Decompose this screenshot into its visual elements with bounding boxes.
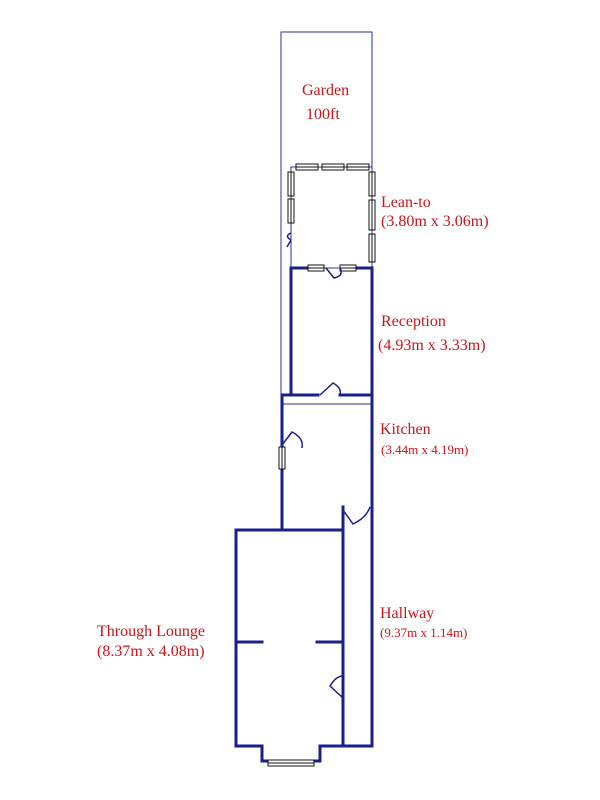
kitchen-label: Kitchen bbox=[380, 421, 431, 438]
hallway-walls bbox=[341, 505, 374, 748]
kitchen-door-side bbox=[281, 431, 304, 449]
lean-to-windows-top bbox=[295, 163, 370, 171]
kitchen-walls bbox=[280, 393, 374, 532]
reception-door bbox=[325, 267, 342, 279]
through-lounge-label: Through Lounge bbox=[97, 623, 205, 640]
lean-to-size: (3.80m x 3.06m) bbox=[381, 213, 489, 230]
kitchen-size: (3.44m x 4.19m) bbox=[381, 442, 469, 457]
lean-to-label: Lean-to bbox=[381, 194, 431, 211]
lean-to-door bbox=[286, 232, 292, 248]
lean-to-windows-left bbox=[287, 171, 295, 224]
reception-label: Reception bbox=[381, 313, 446, 330]
lean-to-windows-right bbox=[368, 171, 376, 263]
hallway-label: Hallway bbox=[380, 605, 435, 622]
garden-label: Garden bbox=[302, 82, 350, 99]
reception-size: (4.93m x 3.33m) bbox=[378, 337, 486, 354]
lean-to-outline bbox=[290, 166, 373, 269]
through-lounge-size: (8.37m x 4.08m) bbox=[97, 643, 205, 660]
through-lounge-walls bbox=[234, 528, 345, 763]
lounge-door bbox=[329, 675, 344, 699]
reception-walls bbox=[289, 266, 374, 509]
hallway-size: (9.37m x 1.14m) bbox=[380, 625, 468, 640]
reception-top-openings bbox=[307, 264, 357, 272]
hallway-door-top bbox=[342, 506, 371, 525]
garden-size: 100ft bbox=[306, 106, 340, 123]
kitchen-door-top bbox=[319, 382, 342, 396]
